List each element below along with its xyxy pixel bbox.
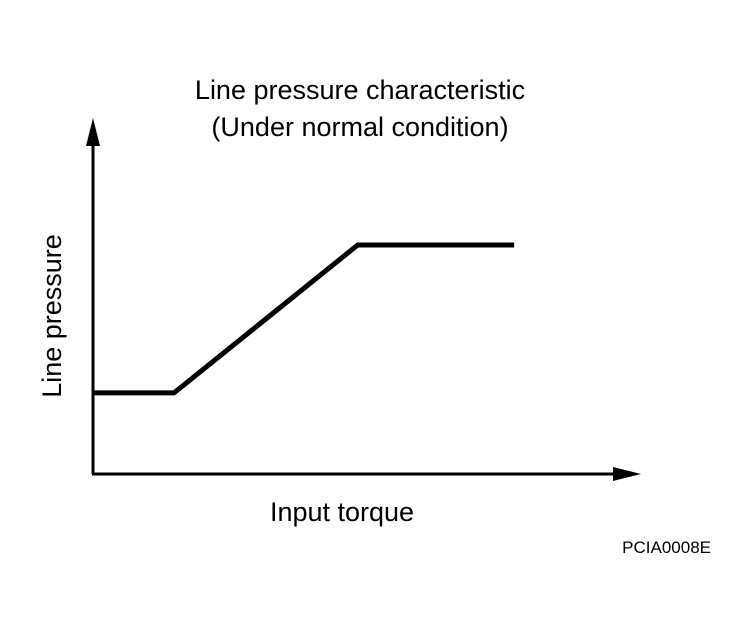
figure-code: PCIA0008E (622, 538, 711, 557)
x-axis-arrow (613, 467, 641, 481)
y-axis-label: Line pressure (37, 234, 67, 398)
chart-subtitle: (Under normal condition) (211, 112, 508, 142)
chart-title: Line pressure characteristic (195, 75, 525, 105)
y-axis-arrow (86, 118, 100, 146)
x-axis-label: Input torque (270, 497, 414, 527)
series-line-0 (93, 242, 515, 396)
